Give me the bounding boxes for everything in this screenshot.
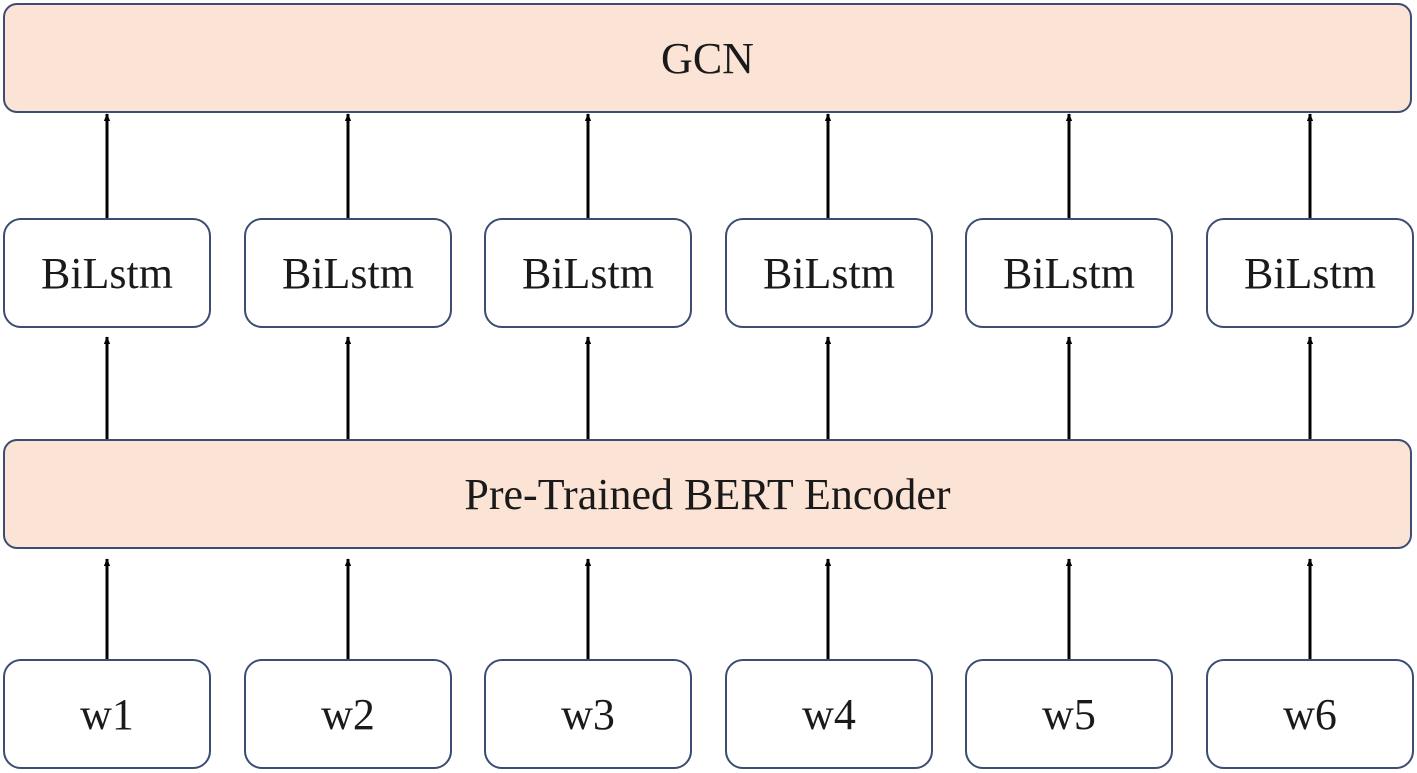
word-token-2: w2 — [244, 659, 452, 769]
bert-encoder-layer: Pre-Trained BERT Encoder — [3, 439, 1412, 549]
bilstm-node-2: BiLstm — [244, 218, 452, 328]
bilstm-label-1: BiLstm — [40, 248, 174, 298]
word-token-1: w1 — [3, 659, 211, 769]
bilstm-node-3: BiLstm — [484, 218, 692, 328]
bilstm-label-4: BiLstm — [762, 248, 896, 298]
bilstm-node-4: BiLstm — [725, 218, 933, 328]
bilstm-node-6: BiLstm — [1206, 218, 1414, 328]
word-label-5: w5 — [1042, 689, 1096, 739]
word-label-6: w6 — [1283, 689, 1337, 739]
word-label-1: w1 — [80, 689, 134, 739]
bilstm-label-3: BiLstm — [521, 248, 655, 298]
word-label-3: w3 — [561, 689, 615, 739]
word-token-6: w6 — [1206, 659, 1414, 769]
bilstm-node-5: BiLstm — [965, 218, 1173, 328]
word-token-5: w5 — [965, 659, 1173, 769]
bilstm-label-5: BiLstm — [1002, 248, 1136, 298]
bilstm-label-2: BiLstm — [281, 248, 415, 298]
gcn-layer: GCN — [3, 3, 1412, 113]
word-label-2: w2 — [321, 689, 375, 739]
word-token-3: w3 — [484, 659, 692, 769]
bert-encoder-label: Pre-Trained BERT Encoder — [464, 469, 951, 519]
bilstm-label-6: BiLstm — [1243, 248, 1377, 298]
word-token-4: w4 — [725, 659, 933, 769]
gcn-label: GCN — [661, 33, 754, 83]
word-label-4: w4 — [802, 689, 856, 739]
bilstm-node-1: BiLstm — [3, 218, 211, 328]
